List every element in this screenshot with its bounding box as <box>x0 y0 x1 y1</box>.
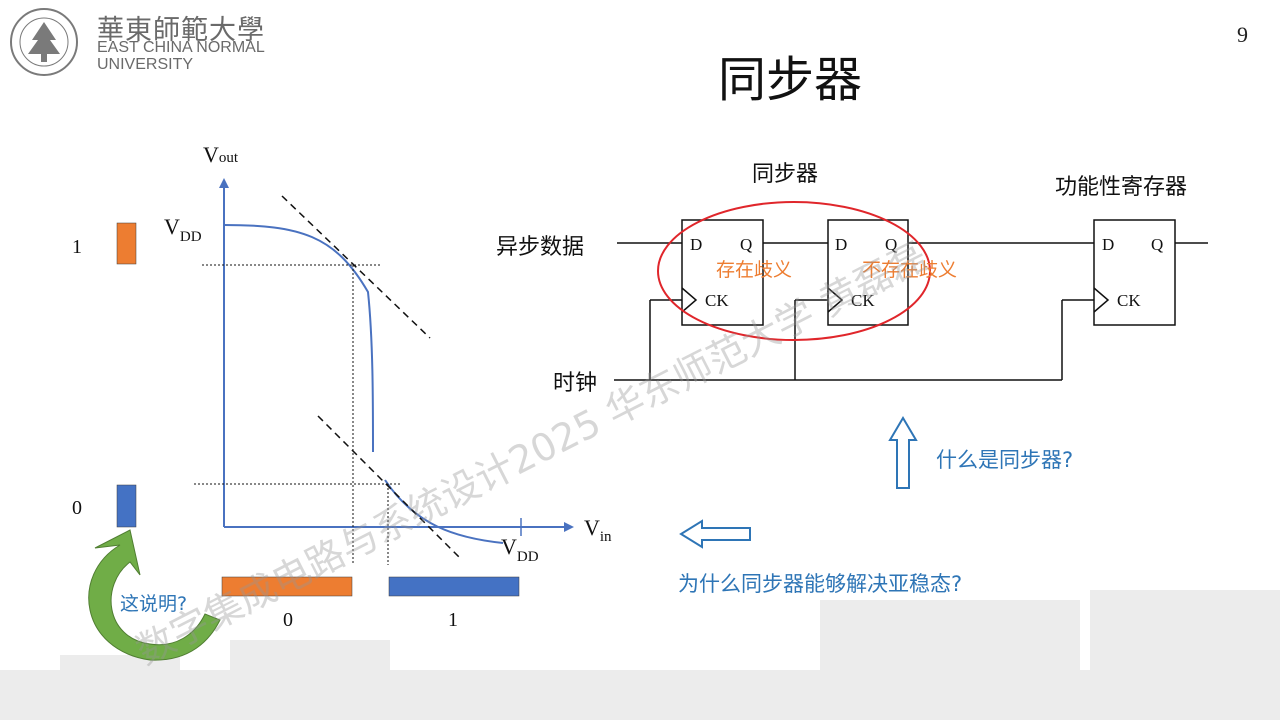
vdd-x-label: VDD <box>501 534 539 565</box>
transfer-curve-lower <box>385 480 503 543</box>
svg-text:Q: Q <box>1151 235 1163 254</box>
svg-text:D: D <box>835 235 847 254</box>
input-low-bar <box>222 577 352 596</box>
svg-text:Q: Q <box>740 235 752 254</box>
vdd-y-label: VDD <box>164 214 202 245</box>
question-what-is-synchronizer: 什么是同步器? <box>936 448 1073 472</box>
question-this-means: 这说明? <box>120 593 187 615</box>
level-low-bar <box>117 485 136 527</box>
level-low-label: 0 <box>72 497 82 519</box>
clock-label: 时钟 <box>553 371 597 396</box>
question-why-synchronizer: 为什么同步器能够解决亚稳态? <box>678 572 962 596</box>
svg-text:CK: CK <box>705 291 729 310</box>
functional-register-label: 功能性寄存器 <box>1055 175 1187 200</box>
async-data-label: 异步数据 <box>496 235 584 260</box>
svg-text:Q: Q <box>885 235 897 254</box>
ambiguity-label: 存在歧义 <box>716 259 792 281</box>
input-high-bar <box>389 577 519 596</box>
synchronizer-label: 同步器 <box>752 162 818 187</box>
university-seal-icon <box>11 9 77 75</box>
svg-text:CK: CK <box>851 291 875 310</box>
no-ambiguity-label: 不存在歧义 <box>862 259 957 281</box>
svg-text:D: D <box>690 235 702 254</box>
y-axis-label: Vout <box>203 142 239 167</box>
campus-skyline-background <box>0 590 1280 720</box>
svg-text:D: D <box>1102 235 1114 254</box>
transfer-curve-plot: Vout Vin VDD VDD 1 0 0 1 这说明? <box>72 142 612 660</box>
tangent-high <box>282 196 430 338</box>
left-arrow-icon <box>681 521 750 547</box>
input-high-label: 1 <box>448 609 458 631</box>
flip-flop-3: D Q CK <box>1094 220 1175 325</box>
transfer-curve-upper <box>224 225 373 452</box>
input-low-label: 0 <box>283 609 293 631</box>
up-arrow-icon <box>890 418 916 488</box>
level-high-bar <box>117 223 136 264</box>
tangent-low <box>318 416 462 560</box>
x-axis-label: Vin <box>584 515 612 545</box>
svg-text:CK: CK <box>1117 291 1141 310</box>
level-high-label: 1 <box>72 236 82 258</box>
